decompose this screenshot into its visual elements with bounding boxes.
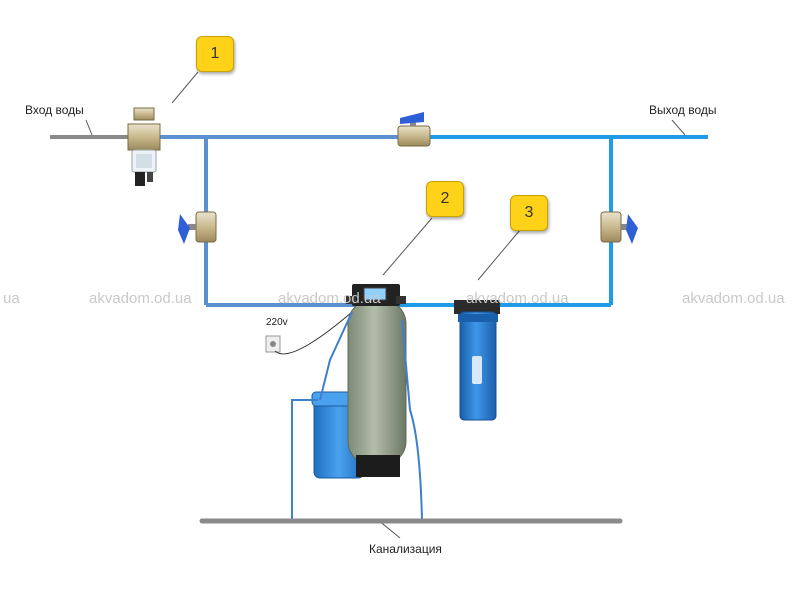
untreated-pipes [135, 135, 400, 307]
softener [346, 284, 407, 477]
watermark-right: akvadom.od.ua [682, 290, 785, 307]
watermark-left: ua [3, 290, 20, 307]
big-blue-filter [454, 300, 500, 421]
power-socket [265, 311, 353, 355]
badge-1: 1 [196, 36, 234, 72]
watermark-center-2: akvadom.od.ua [278, 290, 381, 307]
badge-3: 3 [510, 195, 548, 231]
inlet-valve-left [178, 211, 217, 244]
label-sewer: Канализация [369, 542, 442, 556]
badge-2: 2 [426, 181, 464, 217]
outlet-valve-right [600, 211, 638, 244]
prefilter [127, 107, 161, 186]
label-water-out: Выход воды [649, 103, 717, 117]
drain-lines [291, 311, 423, 521]
leader-lines [85, 71, 686, 539]
watermark-center-1: akvadom.od.ua [89, 290, 192, 307]
watermark-center-3: akvadom.od.ua [466, 290, 569, 307]
label-power: 220v [266, 317, 288, 328]
bypass-valve-top [397, 112, 431, 147]
label-water-in: Вход воды [25, 103, 84, 117]
treated-pipes [395, 135, 708, 307]
